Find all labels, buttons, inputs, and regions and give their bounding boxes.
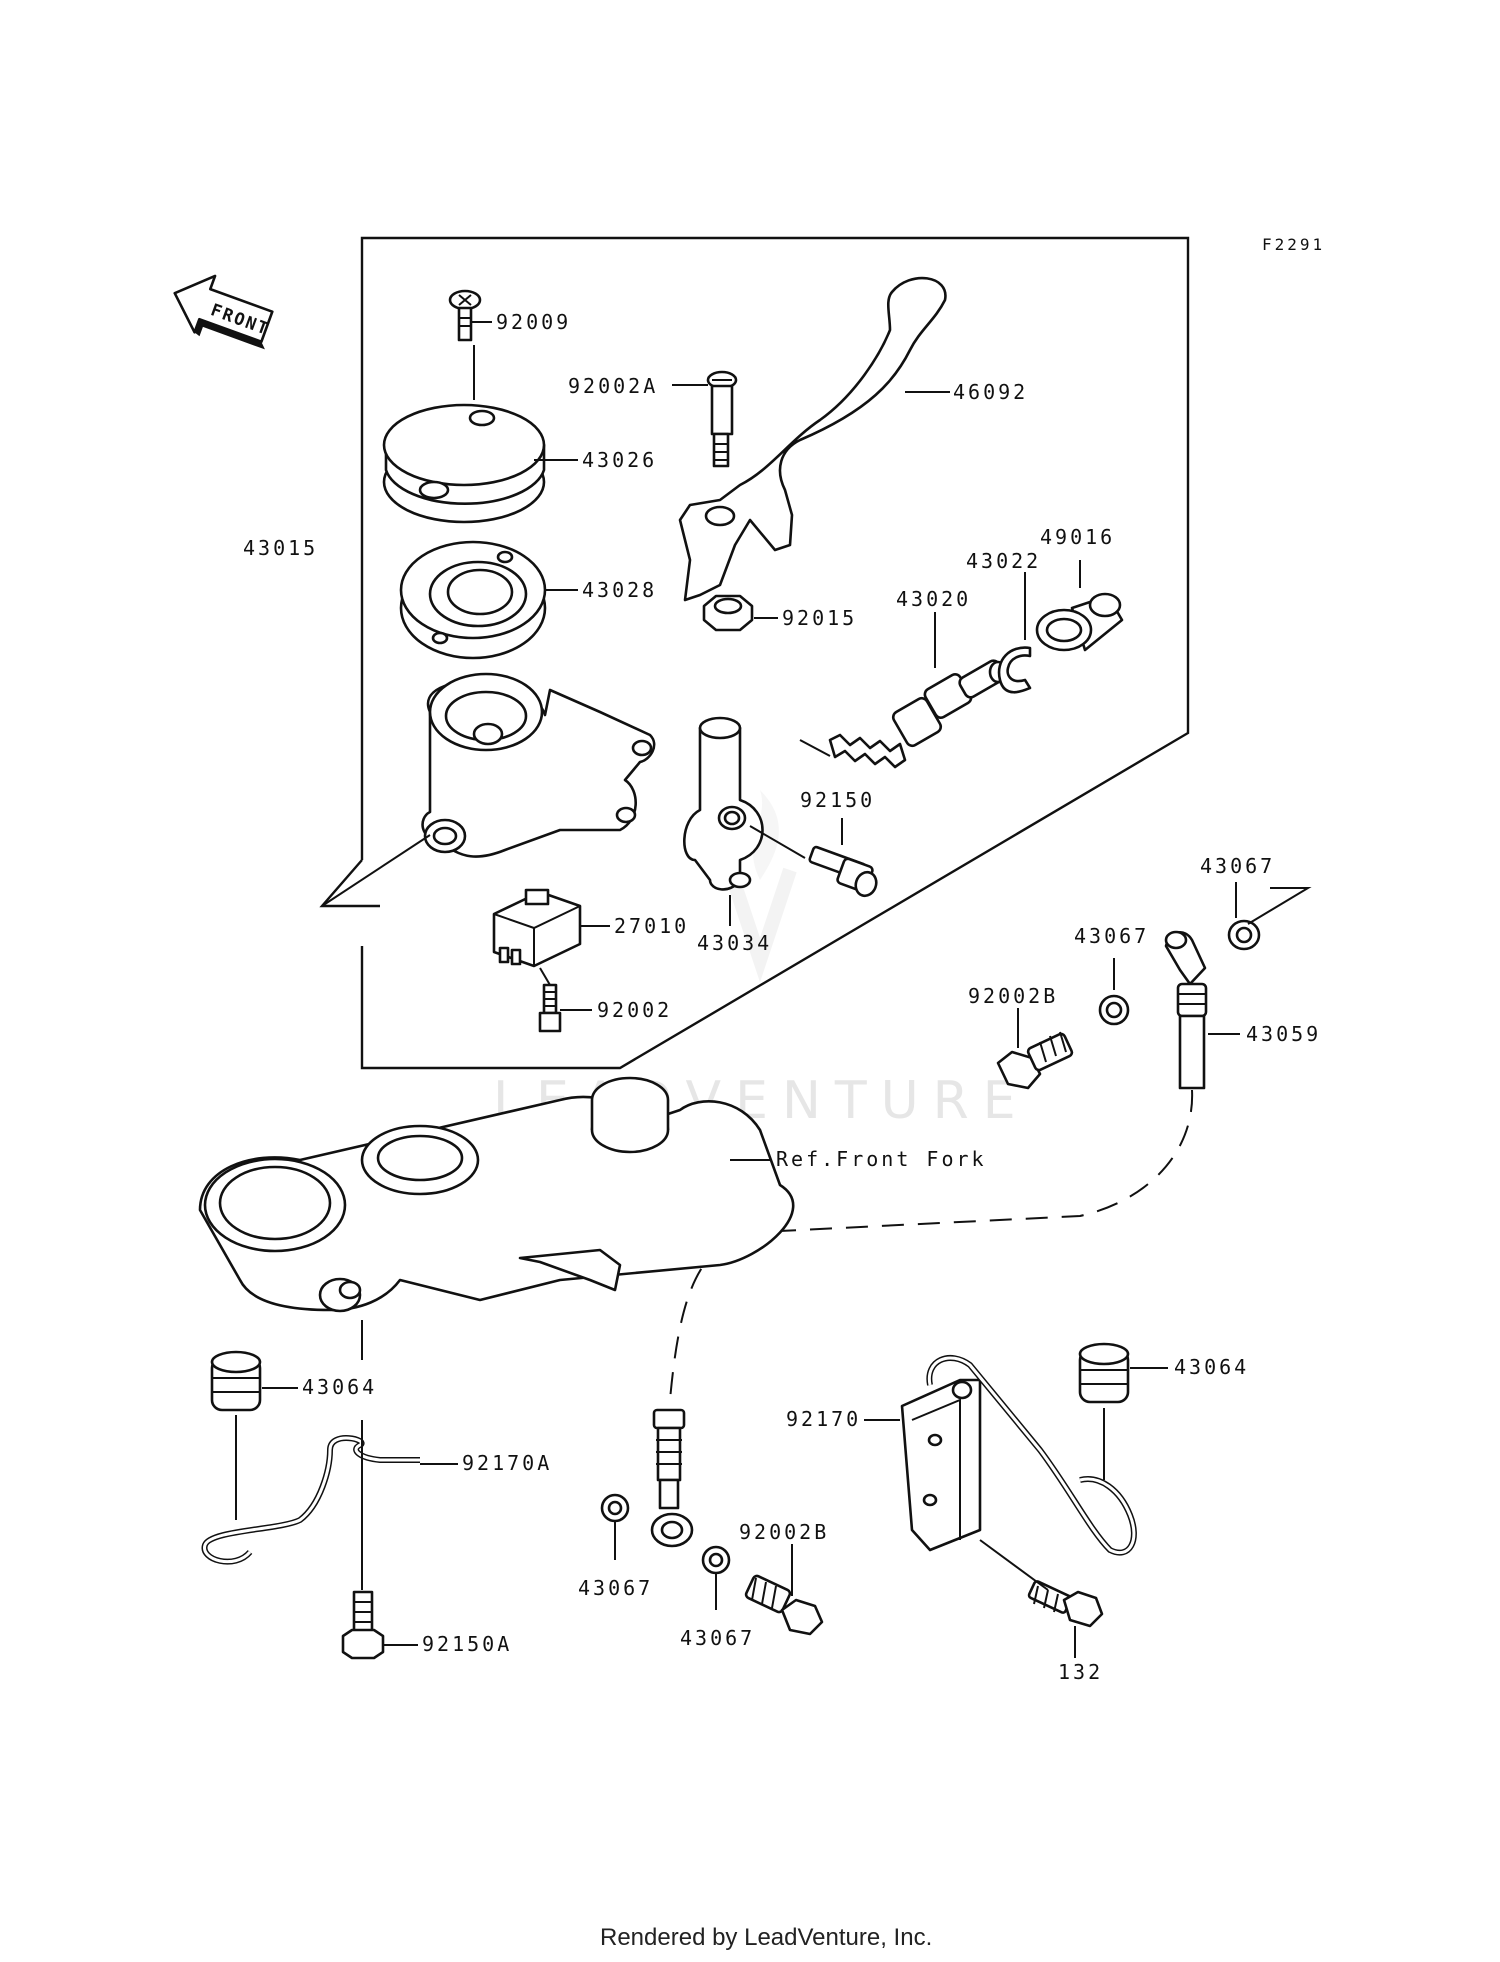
part-label: 92150 [800,788,875,812]
part-label: 43015 [243,536,318,560]
diaphragm-43028-icon [399,540,578,660]
part-label: 43067 [1074,924,1149,948]
part-label: 92002A [568,374,658,398]
banjo-bolt-92002b-upper-icon [996,1008,1074,1090]
part-label: 43022 [966,549,1041,573]
part-label: 49016 [1040,525,1115,549]
triple-clamp-icon [198,1076,795,1360]
grommet-43064-right-icon [1078,1342,1168,1480]
bolt-132-icon [979,1539,1104,1658]
lower-banjo-fitting-icon [650,1408,694,1548]
part-label: 43028 [582,578,657,602]
part-label: 92015 [782,606,857,630]
screw-92002-icon [538,967,592,1033]
brake-lever-46092-icon [678,276,950,602]
banjo-bolt-92002b-lower-icon [744,1544,824,1636]
part-label: 43059 [1246,1022,1321,1046]
part-label: 92002B [968,984,1058,1008]
part-label: 92170A [462,1451,552,1475]
pivot-bolt-92002a-icon [672,370,738,468]
brake-hose-line [669,1089,1194,1401]
part-label: 92150A [422,1632,512,1656]
part-label: 43067 [680,1626,755,1650]
circlip-43022-icon [997,572,1032,694]
nut-92015-icon [702,594,778,632]
diagram-code: F2291 [1262,235,1325,254]
part-label: 43026 [582,448,657,472]
credit-footer: Rendered by LeadVenture, Inc. [600,1924,932,1951]
part-label: 92009 [496,310,571,334]
part-label: 43064 [1174,1355,1249,1379]
part-label: 46092 [953,380,1028,404]
bolt-92150a-icon [341,1590,418,1660]
reservoir-cap-43026-icon [382,403,578,524]
washer-43067-a-icon [1227,882,1312,951]
hose-fitting-43059-icon [1164,930,1240,1090]
brake-switch-27010-icon [492,888,610,968]
washer-43067-b-icon [1098,958,1130,1026]
washer-43067-d-icon [701,1545,731,1610]
part-label: 92170 [786,1407,861,1431]
part-label: 43034 [697,931,772,955]
part-label: 92002B [739,1520,829,1544]
part-label: 132 [1058,1660,1103,1684]
piston-assembly-43020-icon [799,612,1008,769]
master-cylinder-body-icon [321,672,656,907]
screw-92009-icon [448,289,492,400]
part-label: 92002 [597,998,672,1022]
washer-43067-c-icon [600,1493,630,1560]
grommet-43064-left-icon [210,1350,298,1520]
front-arrow-icon: FRONT [173,274,274,350]
reference-note: Ref.Front Fork [776,1147,987,1171]
bracket-92170-icon [864,1354,1137,1556]
part-label: 27010 [614,914,689,938]
part-label: 43067 [578,1576,653,1600]
part-label: 43064 [302,1375,377,1399]
part-label: 43067 [1200,854,1275,878]
dust-boot-49016-icon [1035,560,1124,652]
clip-92170a-icon [201,1420,458,1590]
part-labels: 92009 92002A 46092 43026 43015 43028 920… [243,310,1321,1684]
part-label: 43020 [896,587,971,611]
clamp-bolt-92150-icon [749,818,878,898]
clamp-43034-icon [683,716,764,926]
